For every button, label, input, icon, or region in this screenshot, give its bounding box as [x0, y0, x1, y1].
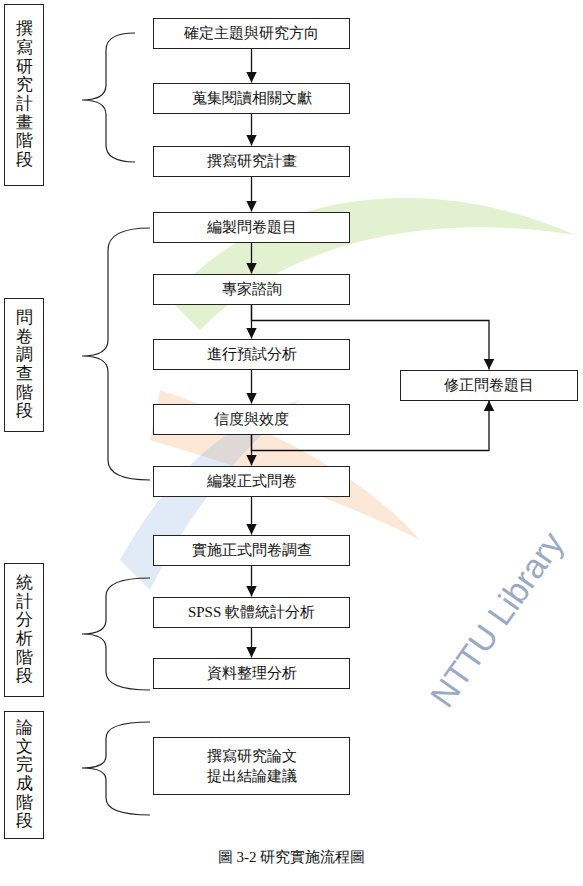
stage-label-box: 問卷調查階段 — [4, 298, 44, 432]
curly-bracket — [82, 228, 150, 480]
process-box: SPSS 軟體統計分析 — [153, 597, 350, 628]
step-text: 資料整理分析 — [207, 663, 297, 683]
process-box: 確定主題與研究方向 — [153, 18, 350, 49]
process-box: 實施正式問卷調查 — [153, 535, 350, 566]
step-text: 確定主題與研究方向 — [184, 23, 319, 43]
process-box: 修正問卷題目 — [400, 370, 578, 401]
process-box: 專家諮詢 — [153, 274, 350, 305]
process-box: 撰寫研究論文提出結論建議 — [153, 737, 350, 795]
process-box: 撰寫研究計畫 — [153, 146, 350, 177]
step-text: 蒐集閱讀相關文獻 — [192, 88, 312, 108]
process-box: 信度與效度 — [153, 404, 350, 435]
curly-bracket — [82, 722, 150, 815]
flow-arrow — [251, 177, 252, 212]
flow-arrow — [251, 114, 252, 146]
stage-label-box: 撰寫研究計畫階段 — [4, 4, 44, 186]
curly-bracket — [82, 578, 150, 690]
step-text: 信度與效度 — [214, 409, 289, 429]
stage-name: 問卷調查階段 — [16, 309, 33, 421]
figure-caption: 圖 3-2 研究實施流程圖 — [0, 848, 583, 867]
stage-name: 統計分析階段 — [16, 574, 33, 686]
process-box: 蒐集閱讀相關文獻 — [153, 83, 350, 114]
process-box: 資料整理分析 — [153, 658, 350, 689]
step-text: 編製問卷題目 — [207, 217, 297, 237]
process-box: 編製正式問卷 — [153, 466, 350, 497]
step-text: 進行預試分析 — [207, 344, 297, 364]
watermark: NTTU Library — [423, 525, 572, 715]
process-box: 進行預試分析 — [153, 339, 350, 370]
step-text: 專家諮詢 — [222, 279, 282, 299]
curly-bracket — [82, 33, 135, 162]
stage-name: 論文完成階段 — [16, 719, 33, 831]
flow-arrow — [251, 49, 252, 83]
flow-arrow — [251, 566, 252, 597]
stage-label-box: 論文完成階段 — [4, 711, 44, 839]
flow-arrow — [251, 370, 252, 404]
stage-brackets — [82, 33, 150, 815]
step-text: SPSS 軟體統計分析 — [188, 602, 315, 622]
flow-arrow — [251, 628, 252, 658]
step-text: 撰寫研究計畫 — [207, 151, 297, 171]
step-text: 撰寫研究論文 — [207, 746, 297, 766]
process-box: 編製問卷題目 — [153, 212, 350, 243]
flow-arrow — [251, 243, 252, 274]
flow-arrow — [251, 497, 252, 535]
step-text: 實施正式問卷調查 — [192, 540, 312, 560]
step-text: 提出結論建議 — [207, 766, 297, 786]
stage-label-box: 統計分析階段 — [4, 563, 44, 697]
step-text: 編製正式問卷 — [207, 471, 297, 491]
stage-name: 撰寫研究計畫階段 — [16, 20, 33, 170]
step-text: 修正問卷題目 — [444, 375, 534, 395]
